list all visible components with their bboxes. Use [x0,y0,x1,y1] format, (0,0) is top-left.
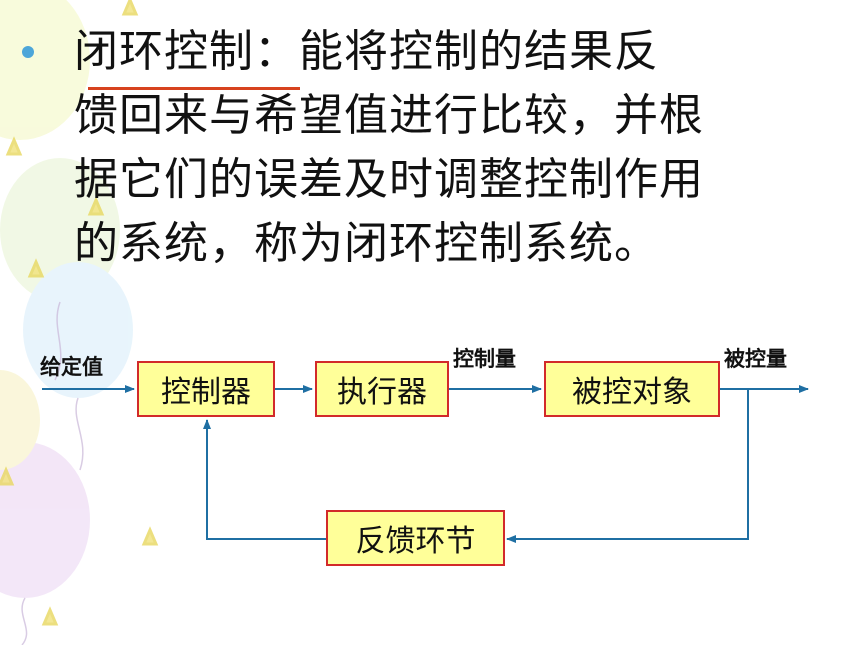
sparkles [0,0,159,626]
balloon-yellow-bottom [0,370,40,470]
balloon-blue [23,262,133,398]
paragraph-line-3: 据它们的误差及时调整控制作用 [74,154,704,205]
feedback-forward-path [506,389,749,543]
term-underline [88,87,300,90]
bullet-dot [22,46,34,58]
feedback-return-path [203,419,326,540]
actuator-block-label: 执行器 [337,375,427,410]
plant-block: 被控对象 [544,361,720,417]
actuator-block: 执行器 [315,361,449,417]
balloon-purple [0,442,90,598]
paragraph-line-2: 馈回来与希望值进行比较，并根 [74,90,704,141]
balloon-yellow-top [0,0,90,140]
paragraph-line-1: 闭环控制：能将控制的结果反 [74,26,659,77]
plant-block-label: 被控对象 [572,375,692,410]
signal-output-label: 被控量 [724,347,787,371]
feedback-block-label: 反馈环节 [355,524,476,559]
paragraph-line-4: 的系统，称为闭环控制系统。 [74,218,659,269]
controller-block-label: 控制器 [161,375,251,410]
feedback-block: 反馈环节 [326,510,505,566]
signal-input-label: 给定值 [40,355,103,379]
balloon-strings [21,301,84,645]
signal-control-label: 控制量 [453,347,516,371]
controller-block: 控制器 [137,361,275,417]
definition-paragraph: 闭环控制：能将控制的结果反 馈回来与希望值进行比较，并根 据它们的误差及时调整控… [74,20,834,276]
